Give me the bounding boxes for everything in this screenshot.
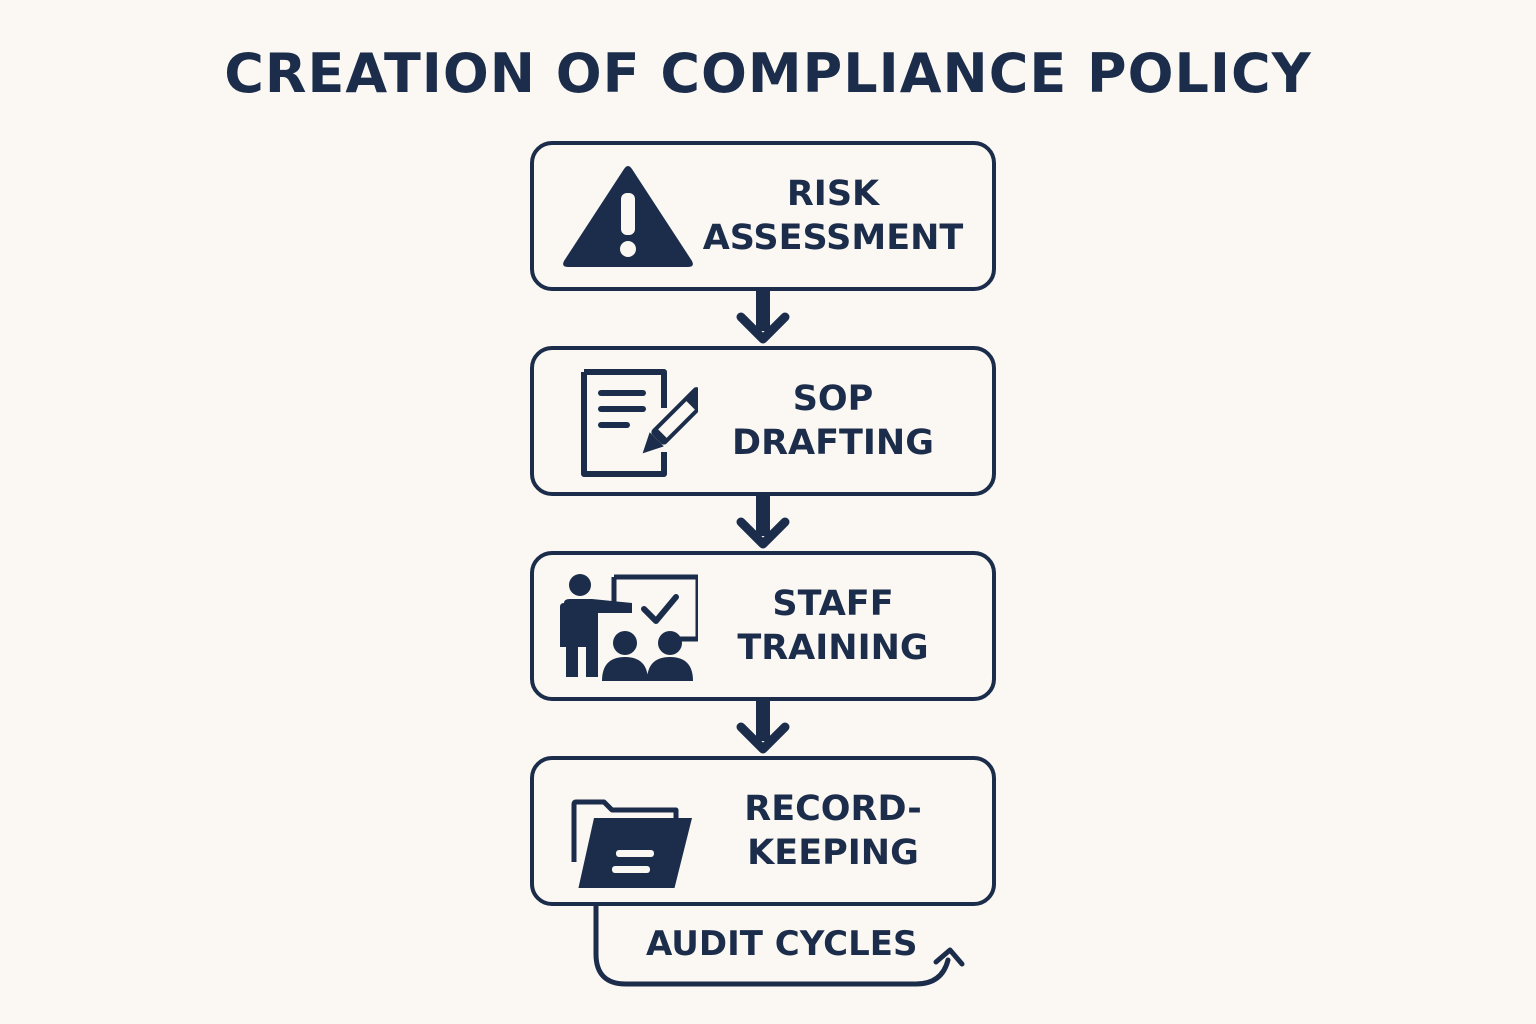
step-sop-drafting: SOP DRAFTING bbox=[530, 346, 996, 496]
step-label-line2: KEEPING bbox=[747, 833, 919, 873]
folder-icon bbox=[571, 799, 692, 888]
arrow-down-icon bbox=[736, 697, 790, 754]
step-label-line2: DRAFTING bbox=[732, 423, 934, 463]
arrow-down-icon bbox=[736, 492, 790, 549]
training-icon bbox=[560, 574, 698, 681]
step-label-line2: TRAINING bbox=[737, 628, 929, 668]
step-label-line2: ASSESSMENT bbox=[702, 218, 964, 258]
step-record-keeping: RECORD- KEEPING bbox=[530, 756, 996, 906]
step-staff-training: STAFF TRAINING bbox=[530, 551, 996, 701]
step-label-line1: RECORD- bbox=[744, 789, 922, 829]
step-label-line1: RISK bbox=[786, 174, 880, 214]
loop-arrow-icon bbox=[593, 903, 965, 987]
diagram-title: CREATION OF COMPLIANCE POLICY bbox=[224, 42, 1312, 105]
document-edit-icon bbox=[581, 369, 698, 477]
audit-cycles-label: AUDIT CYCLES bbox=[646, 924, 918, 964]
step-label-line1: STAFF bbox=[772, 584, 894, 624]
warning-icon bbox=[563, 166, 693, 267]
step-risk-assessment: RISK ASSESSMENT bbox=[530, 141, 996, 291]
step-label-line1: SOP bbox=[792, 379, 874, 419]
arrow-down-icon bbox=[736, 287, 790, 344]
